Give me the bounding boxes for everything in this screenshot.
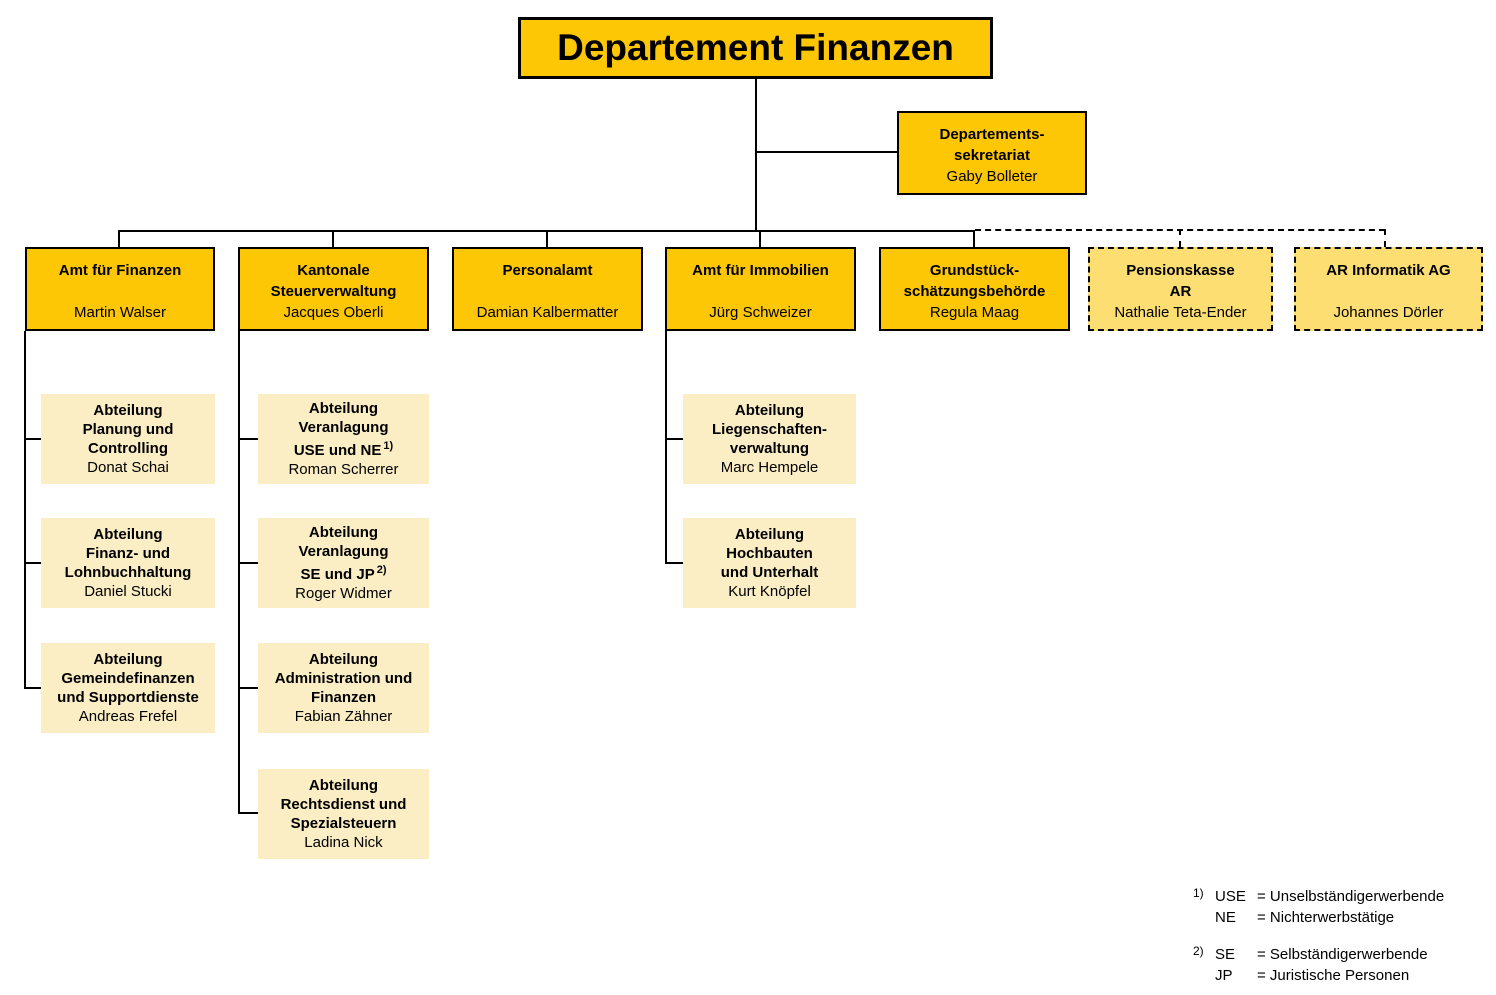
office-head: Jürg Schweizer: [709, 304, 812, 321]
division-title: Abteilung Veranlagung USE und NE: [293, 400, 389, 459]
office-box-amt-fuer-finanzen: Amt für Finanzen Martin Walser: [25, 247, 215, 331]
footnotes: 1) USE = Unselbständigerwerbende NE = Ni…: [1193, 886, 1444, 995]
connector-stub: [238, 812, 258, 814]
footnote-ref-1: 1): [383, 440, 394, 452]
secretariat-title: Departements- sekretariat: [939, 126, 1045, 164]
connector-col-amt-finanzen: [24, 331, 26, 689]
footnote-marker: 2): [1193, 944, 1204, 958]
office-title: Amt für Finanzen: [58, 262, 182, 279]
division-head: Roger Widmer: [295, 585, 392, 602]
secretariat-head: Gaby Bolleter: [946, 168, 1038, 185]
division-box-liegenschaftenverwaltung: Abteilung Liegenschaften- verwaltung Mar…: [683, 394, 856, 484]
connector-col-steuerverwaltung: [238, 331, 240, 814]
secretariat-box: Departements- sekretariat Gaby Bolleter: [897, 111, 1087, 195]
connector-col-amt-immobilien: [665, 331, 667, 564]
division-title: Abteilung Rechtsdienst und Spezialsteuer…: [280, 777, 407, 832]
division-title: Abteilung Hochbauten und Unterhalt: [720, 526, 819, 581]
footnote-def: = Juristische Personen: [1257, 967, 1410, 984]
division-head: Andreas Frefel: [78, 708, 178, 725]
office-head: Martin Walser: [74, 304, 166, 321]
footnote-2: 2) SE = Selbständigerwerbende JP = Juris…: [1193, 944, 1444, 986]
footnote-marker: 1): [1193, 886, 1204, 900]
connector-drop-grundstueck: [973, 230, 975, 248]
division-head: Ladina Nick: [304, 834, 383, 851]
footnote-def: = Nichterwerbstätige: [1257, 909, 1395, 926]
division-head: Donat Schai: [87, 459, 169, 476]
division-head: Marc Hempele: [720, 459, 819, 476]
footnote-abbr: USE: [1215, 888, 1246, 905]
office-box-pensionskasse-ar: Pensionskasse AR Nathalie Teta-Ender: [1088, 247, 1273, 331]
division-title: Abteilung Liegenschaften- verwaltung: [711, 402, 828, 457]
office-head: Regula Maag: [929, 304, 1020, 321]
footnote-abbr: JP: [1215, 967, 1233, 984]
office-title: Amt für Immobilien: [692, 262, 829, 279]
office-box-personalamt: Personalamt Damian Kalbermatter: [452, 247, 643, 331]
office-title: Personalamt: [502, 262, 593, 279]
footnote-ref-2: 2): [376, 564, 387, 576]
division-head: Kurt Knöpfel: [728, 583, 811, 600]
division-box-planung-und-controlling: Abteilung Planung und Controlling Donat …: [41, 394, 215, 484]
department-title: Departement Finanzen: [557, 27, 954, 68]
connector-stub: [665, 562, 684, 564]
connector-stub: [238, 687, 258, 689]
division-head: Daniel Stucki: [84, 583, 172, 600]
division-box-finanz-und-lohnbuchhaltung: Abteilung Finanz- und Lohnbuchhaltung Da…: [41, 518, 215, 608]
office-title: Kantonale Steuerverwaltung: [270, 262, 397, 300]
connector-stub: [24, 438, 42, 440]
division-title: Abteilung Gemeindefinanzen und Supportdi…: [57, 651, 199, 706]
footnote-1: 1) USE = Unselbständigerwerbende NE = Ni…: [1193, 886, 1444, 928]
office-box-ar-informatik-ag: AR Informatik AG Johannes Dörler: [1294, 247, 1483, 331]
connector-stub: [24, 562, 42, 564]
connector-secretariat-stub: [755, 151, 897, 153]
connector-drop-steuerverwaltung: [332, 230, 334, 248]
division-box-hochbauten-und-unterhalt: Abteilung Hochbauten und Unterhalt Kurt …: [683, 518, 856, 608]
division-head: Fabian Zähner: [294, 708, 393, 725]
footnote-abbr: SE: [1215, 946, 1236, 963]
office-head: Johannes Dörler: [1333, 304, 1444, 321]
office-title: Pensionskasse AR: [1126, 262, 1235, 300]
division-title: Abteilung Administration und Finanzen: [274, 651, 413, 706]
connector-stub: [238, 438, 258, 440]
connector-stub: [665, 438, 684, 440]
connector-drop-amt-finanzen: [118, 230, 120, 248]
office-head: Nathalie Teta-Ender: [1114, 304, 1247, 321]
department-title-box: Departement Finanzen: [518, 17, 993, 79]
footnote-def: = Unselbständigerwerbende: [1257, 888, 1445, 905]
connector-dashed-drop-ar-informatik: [1384, 229, 1386, 247]
connector-drop-personalamt: [546, 230, 548, 248]
office-box-amt-fuer-immobilien: Amt für Immobilien Jürg Schweizer: [665, 247, 856, 331]
connector-dashed-drop-pensionskasse: [1179, 229, 1181, 247]
office-head: Jacques Oberli: [283, 304, 384, 321]
connector-root-vertical: [755, 76, 757, 232]
footnote-abbr: NE: [1215, 909, 1236, 926]
division-box-rechtsdienst-und-spezialsteuern: Abteilung Rechtsdienst und Spezialsteuer…: [258, 769, 429, 859]
connector-drop-amt-immobilien: [759, 230, 761, 248]
division-title: Abteilung Finanz- und Lohnbuchhaltung: [64, 526, 192, 581]
connector-stub: [238, 562, 258, 564]
office-title: Grundstück- schätzungsbehörde: [903, 262, 1046, 300]
division-head: Roman Scherrer: [288, 461, 399, 478]
office-head: Damian Kalbermatter: [476, 304, 619, 321]
division-title: Abteilung Planung und Controlling: [82, 402, 174, 457]
office-box-kantonale-steuerverwaltung: Kantonale Steuerverwaltung Jacques Oberl…: [238, 247, 429, 331]
division-box-gemeindefinanzen-und-supportdienste: Abteilung Gemeindefinanzen und Supportdi…: [41, 643, 215, 733]
division-box-administration-und-finanzen: Abteilung Administration und Finanzen Fa…: [258, 643, 429, 733]
footnote-def: = Selbständigerwerbende: [1257, 946, 1428, 963]
office-box-grundstueckschaetzungsbehoerde: Grundstück- schätzungsbehörde Regula Maa…: [879, 247, 1070, 331]
office-title: AR Informatik AG: [1326, 262, 1451, 279]
division-title: Abteilung Veranlagung SE und JP: [298, 524, 389, 583]
connector-stub: [24, 687, 42, 689]
